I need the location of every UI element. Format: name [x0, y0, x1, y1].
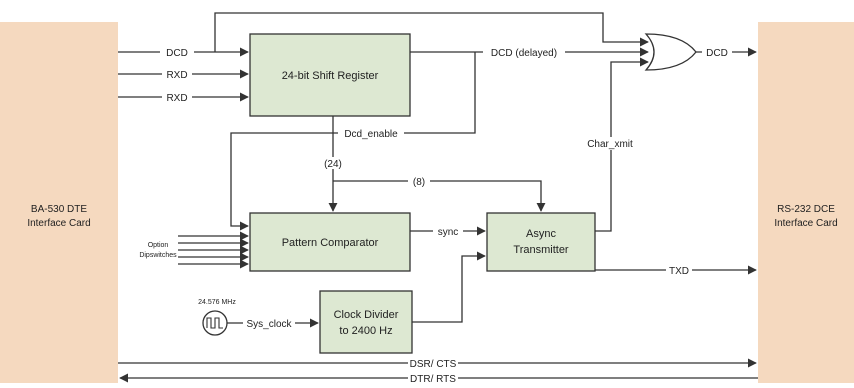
dcd-delayed-label: DCD (delayed): [491, 48, 557, 59]
clock-divider-block: [319, 290, 413, 354]
clock-divider-label-line2: to 2400 Hz: [339, 325, 392, 337]
dsr-cts-label: DSR/ CTS: [410, 359, 457, 370]
dte-interface-card: [0, 22, 118, 383]
dcd-bypass-wire: [214, 12, 649, 52]
rxd-label-2: RXD: [166, 93, 187, 104]
char-xmit-label: Char_xmit: [587, 139, 633, 150]
dce-interface-card: [758, 22, 854, 383]
shift-register-block: [249, 33, 411, 117]
dce-card-label-line2: Interface Card: [774, 218, 837, 229]
sync-label: sync: [438, 227, 459, 238]
dcd-enable-wire: [230, 52, 476, 231]
bus-8-label: (8): [413, 177, 425, 188]
pattern-comparator-block: [249, 212, 411, 272]
async-transmitter-label-line2: Transmitter: [513, 244, 569, 256]
option-label-line1: Option: [148, 242, 169, 249]
dcd-enable-label: Dcd_enable: [344, 129, 398, 140]
bus-24-label: (24): [324, 159, 342, 170]
txd-label: TXD: [669, 266, 689, 277]
clock-divider-label-line1: Clock Divider: [334, 309, 399, 321]
dcd-output-label: DCD: [706, 48, 728, 59]
async-transmitter-block: [486, 212, 596, 272]
sys-clock-label: Sys_clock: [246, 319, 292, 330]
pattern-comparator-label: Pattern Comparator: [282, 237, 379, 249]
or-gate: [644, 33, 697, 71]
dce-card-label-line1: RS-232 DCE: [777, 204, 835, 215]
clock-output-wire: [412, 251, 486, 323]
bus-8-wire: [333, 180, 546, 212]
dtr-rts-label: DTR/ RTS: [410, 374, 456, 383]
dcd-input-label: DCD: [166, 48, 188, 59]
dte-card-label-line1: BA-530 DTE: [31, 204, 87, 215]
async-transmitter-label-line1: Async: [526, 228, 556, 240]
frequency-label: 24.576 MHz: [198, 299, 236, 306]
option-label-line2: Dipswitches: [139, 252, 177, 259]
rxd-label-1: RXD: [166, 70, 187, 81]
dte-card-label-line2: Interface Card: [27, 218, 90, 229]
shift-register-label: 24-bit Shift Register: [282, 70, 379, 82]
